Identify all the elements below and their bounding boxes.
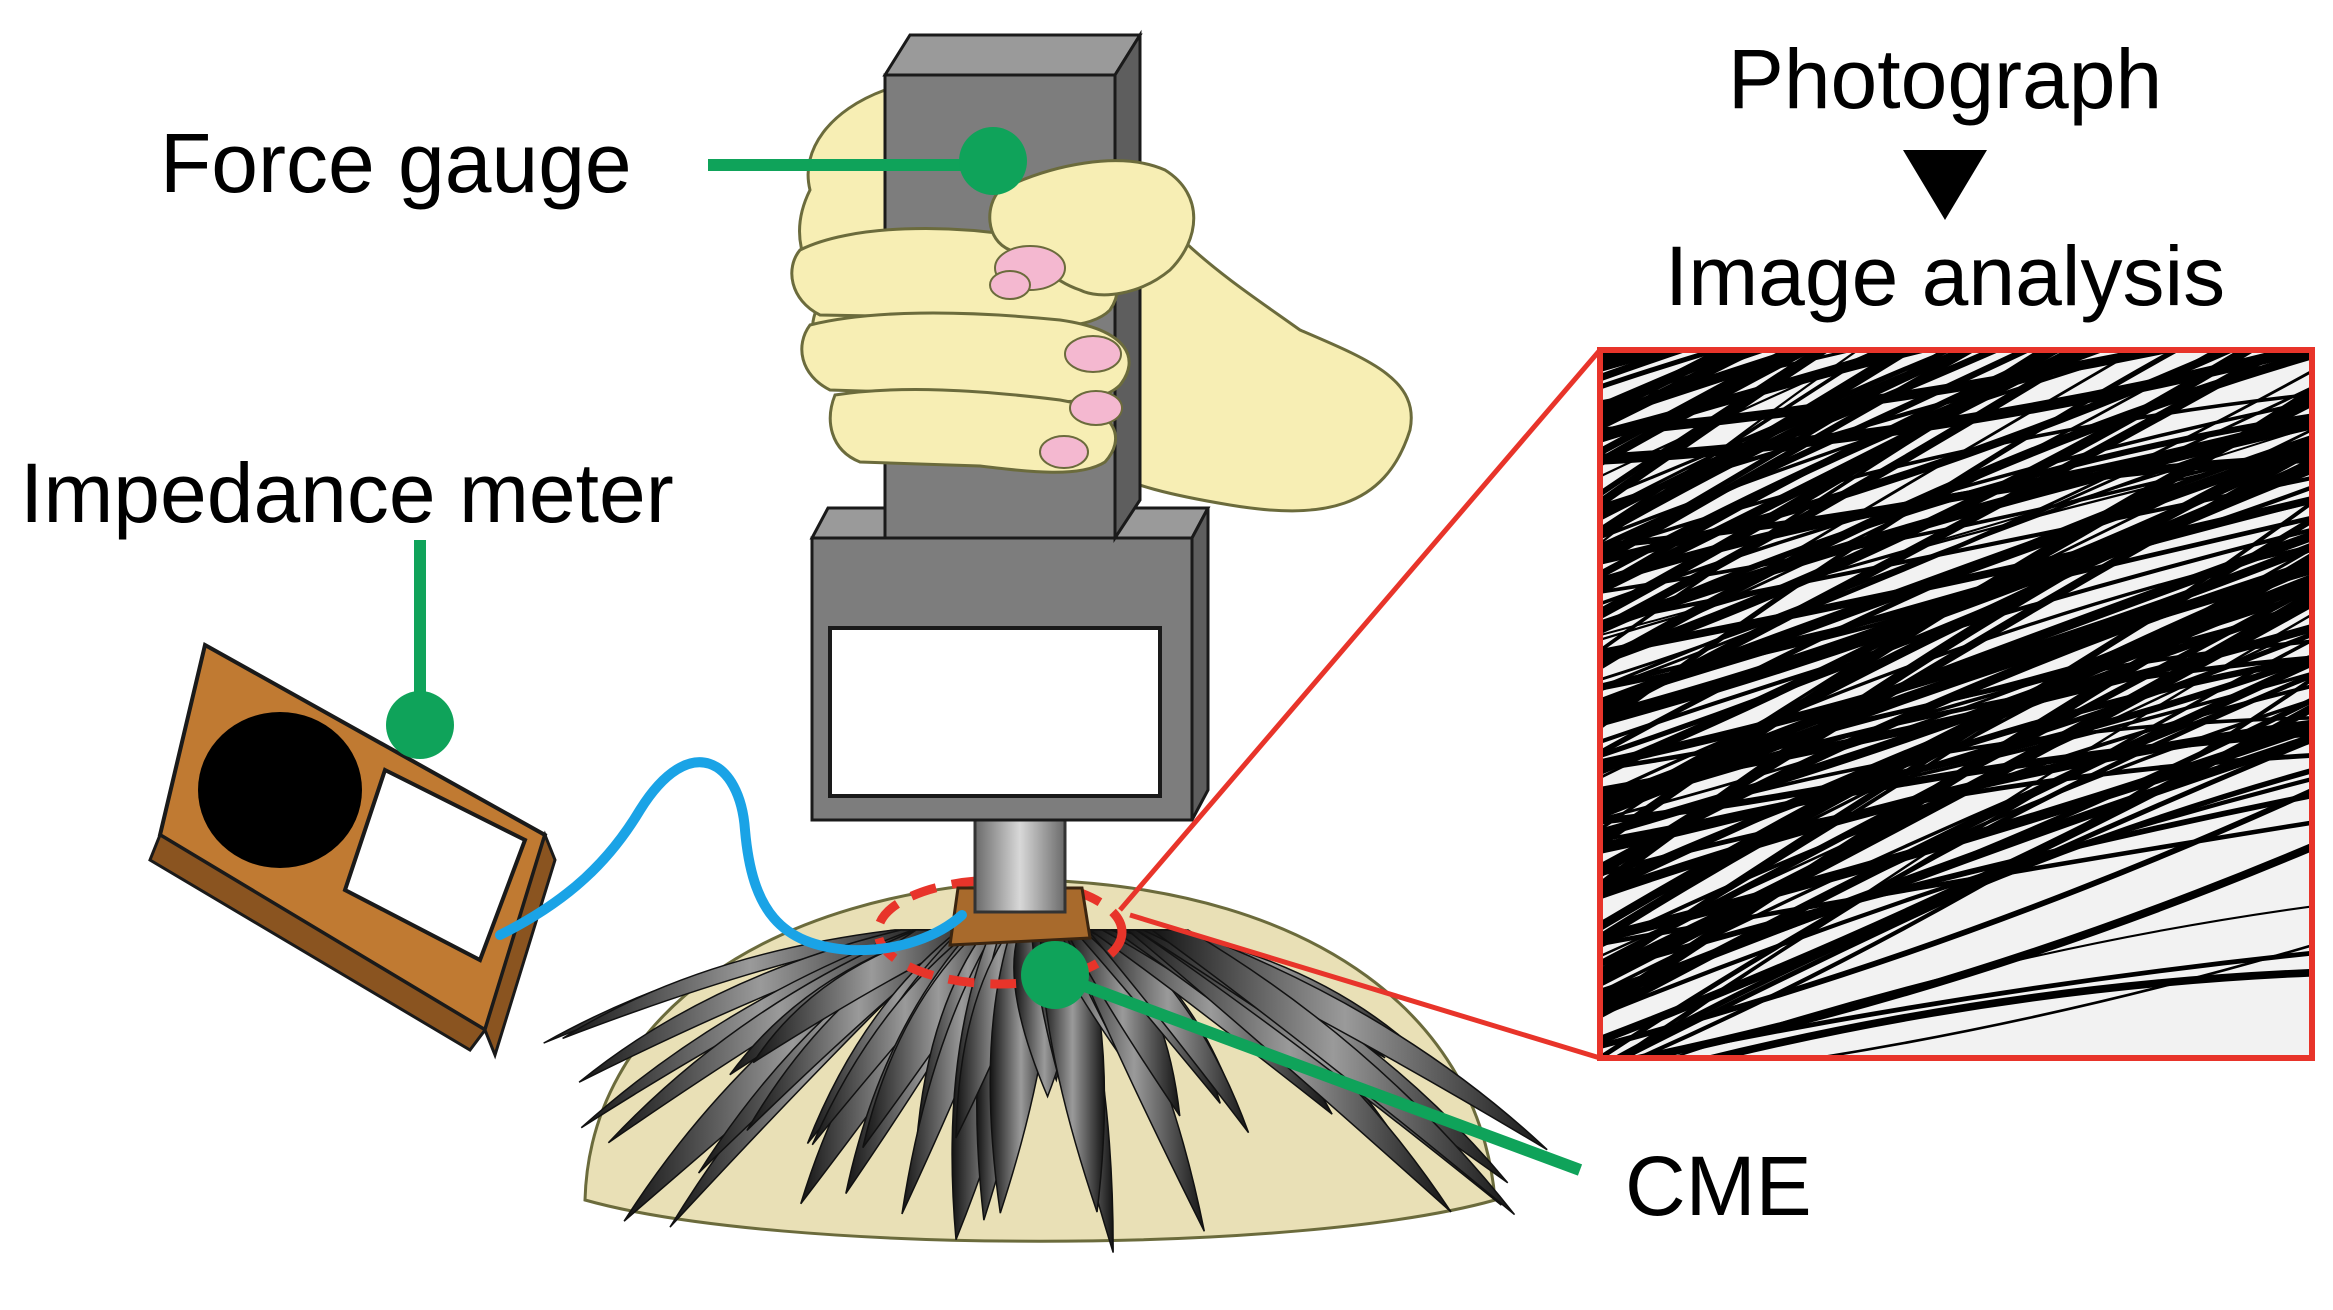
meter-dial <box>198 712 362 868</box>
photo-hair-strand <box>1600 721 2312 944</box>
force-gauge-leader-dot <box>959 127 1027 195</box>
photo-hair-strand <box>1600 394 2312 850</box>
photo-hair-strand <box>1600 436 2312 893</box>
photo-hair-strand <box>1600 350 2034 551</box>
photo-hair-strand <box>1600 546 2312 925</box>
photo-hair-strand <box>1668 905 2312 1058</box>
photo-hair-strand <box>1600 542 2312 769</box>
down-arrow-icon <box>1903 150 1987 220</box>
photo-hair-strand <box>1600 350 1762 431</box>
photo-hair-strand <box>1600 639 2312 808</box>
photo-hair-strand <box>1600 350 2004 514</box>
photo-hair-strand <box>1600 385 2312 692</box>
photo-hair-strand <box>1600 414 2312 550</box>
photo-hair-strand <box>1600 350 2257 666</box>
photo-hair-strand <box>1600 350 1955 501</box>
photo-hair-strand <box>1600 820 2312 947</box>
photo-hair-strand <box>1600 350 1772 406</box>
label-force-gauge: Force gauge <box>160 116 632 210</box>
photo-hair-strand <box>1698 968 2312 1058</box>
probe-rod <box>973 818 1067 914</box>
photo-hair-strand <box>1617 737 2312 1058</box>
photo-hair-strand <box>1600 350 2148 509</box>
photo-hair-strand <box>1600 604 2312 812</box>
photo-hair-strand <box>1808 943 2312 1058</box>
cme-leader <box>1052 969 1583 1176</box>
finger-nails <box>989 245 1123 469</box>
force-gauge-display <box>828 626 1162 798</box>
photo-hair-strand <box>1600 350 1824 498</box>
zoom-lines <box>1118 348 1602 1061</box>
photo-hair-strand <box>1600 672 2312 1058</box>
leader-lines <box>386 127 1583 1176</box>
cme-leader-dot <box>1021 941 1089 1009</box>
meter-screen <box>342 767 528 963</box>
force-gauge-base-side <box>1190 507 1210 821</box>
photo-hair-strand <box>1600 439 2312 710</box>
label-impedance-meter: Impedance meter <box>20 446 674 540</box>
photo-hair-strand <box>1600 350 1725 390</box>
photo-hair-strand <box>1600 654 2312 825</box>
label-cme: CME <box>1625 1139 1812 1233</box>
photo-hair-strand <box>1600 696 2312 995</box>
photo-hair-strand <box>1600 350 2183 438</box>
photo-hair-strand <box>1600 350 1821 423</box>
fingers <box>790 159 1196 474</box>
photo-hair-strand <box>1600 350 2064 653</box>
photo-hair-strand <box>1629 950 2312 1058</box>
photo-hair-strand <box>1600 350 1736 419</box>
photo-hair-strand <box>1600 787 2312 1050</box>
hair-photograph <box>1597 347 2315 1061</box>
photo-hair-strand <box>1600 350 2095 634</box>
photo-hair-strand <box>1600 350 2312 465</box>
photo-hair-strand <box>1600 564 2312 821</box>
force-gauge-handle-top <box>882 33 1143 77</box>
hair-strand <box>1149 929 1516 1216</box>
photo-hair-strand <box>1600 350 1797 457</box>
photo-hair-strand <box>1600 392 2312 554</box>
electrode-cable <box>495 757 967 956</box>
photo-hair-strand <box>1600 350 2109 580</box>
photo-hair-strand <box>1600 573 2312 944</box>
impedance-meter-leader-dot <box>386 691 454 759</box>
photo-hair-strand <box>1600 495 2312 658</box>
photo-hair-strand <box>1625 613 2312 1058</box>
label-image-analysis: Image analysis <box>1665 229 2225 323</box>
photo-hair-strand <box>1600 350 1914 439</box>
photo-hair-strand <box>1600 399 2312 606</box>
photo-hair-strand <box>1600 350 1880 532</box>
photo-hair-strand <box>1600 350 1832 509</box>
photo-hair-strand <box>1600 350 1954 515</box>
label-photograph: Photograph <box>1728 32 2162 126</box>
impedance-meter <box>148 641 557 1060</box>
photo-hair-strand <box>1600 425 2312 637</box>
